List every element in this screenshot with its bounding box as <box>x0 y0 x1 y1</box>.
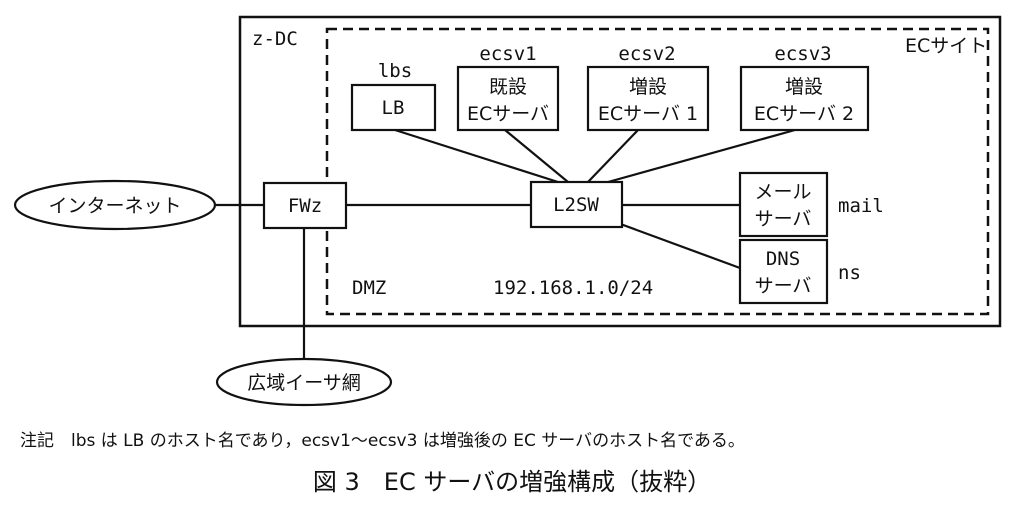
ecsv1-host-label: ecsv1 <box>479 43 536 65</box>
figure-caption: 図 3 EC サーバの増強構成（抜粋） <box>312 468 712 496</box>
zdc-zone-box <box>238 15 1002 328</box>
ecsv2-host-label: ecsv2 <box>618 43 675 65</box>
dns-server-line2: サーバ <box>755 275 812 297</box>
link-l2sw-dns <box>614 220 741 270</box>
internet-node <box>13 179 217 231</box>
ecsv2-line1: 増設 <box>629 76 667 98</box>
ecsv1-line2: ECサーバ <box>467 103 549 125</box>
dns-server-line1: DNS <box>766 248 800 270</box>
ecsv3-host-label: ecsv3 <box>774 43 831 65</box>
ecsv2-line2: ECサーバ 1 <box>598 103 698 125</box>
wan-node <box>215 357 393 407</box>
ec-site-zone-label: ECサイト <box>905 35 987 57</box>
mail-server-line1: メール <box>754 181 811 203</box>
internet-label: インターネット <box>48 195 181 217</box>
mail-host-label: mail <box>838 195 884 217</box>
figure-note: 注記 lbs は LB のホスト名であり，ecsv1～ecsv3 は増強後の E… <box>20 431 745 451</box>
link-ecsv2-l2sw <box>587 129 639 183</box>
network-diagram: z-DC ECサイト インターネット 広域イーサ網 FWz L2SW lbs L… <box>13 15 1002 407</box>
link-ecsv3-l2sw <box>607 128 796 184</box>
link-ecsv1-l2sw <box>504 129 569 183</box>
connection-lines <box>215 128 796 360</box>
lb-box <box>350 83 437 132</box>
ecsv3-line1: 増設 <box>785 76 823 98</box>
dns-server-box <box>738 238 829 305</box>
ec-site-zone-box <box>325 27 990 316</box>
lb-host-label: lbs <box>378 60 412 82</box>
dmz-label: DMZ <box>352 277 386 299</box>
dns-host-label: ns <box>838 262 861 284</box>
ecsv1-line1: 既設 <box>489 76 527 98</box>
wan-label: 広域イーサ網 <box>247 372 361 394</box>
ecsv1-box <box>456 65 560 132</box>
l2sw-box <box>529 180 624 229</box>
ecsv3-box <box>739 65 870 132</box>
l2sw-label: L2SW <box>553 194 599 216</box>
subnet-label: 192.168.1.0/24 <box>493 277 653 299</box>
mail-server-line2: サーバ <box>755 208 812 230</box>
ecsv2-box <box>586 65 710 132</box>
mail-server-box <box>738 171 829 238</box>
link-lb-l2sw <box>394 128 559 184</box>
ecsv3-line2: ECサーバ 2 <box>754 103 854 125</box>
zdc-zone-label: z-DC <box>252 28 298 50</box>
fw-box <box>262 181 348 230</box>
fw-label: FWz <box>288 195 322 217</box>
lb-label: LB <box>382 97 405 119</box>
